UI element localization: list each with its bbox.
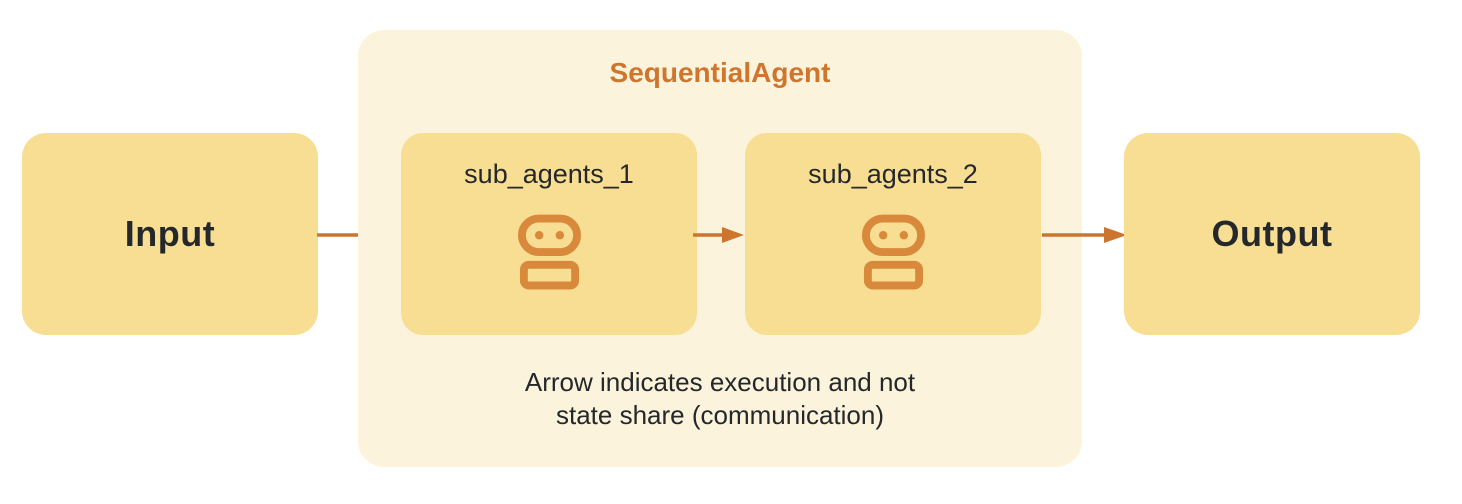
flow-arrow-sub1-to-sub2 <box>693 227 744 243</box>
sequential-agent-group: SequentialAgent sub_agents_1 sub_agents_… <box>358 30 1082 467</box>
input-node-label: Input <box>124 213 216 254</box>
flow-arrow-sub2-to-output <box>1042 227 1127 243</box>
sub-agent-2-node: sub_agents_2 <box>745 133 1041 335</box>
robot-icon <box>517 214 581 290</box>
group-caption-line1: Arrow indicates execution and not <box>524 367 916 397</box>
group-title: SequentialAgent <box>609 57 831 88</box>
group-caption-line2: state share (communication) <box>555 400 885 430</box>
output-node-label: Output <box>1211 213 1333 254</box>
sub-agent-2-label: sub_agents_2 <box>808 159 978 189</box>
output-node: Output <box>1124 133 1420 335</box>
sub-agent-1-label: sub_agents_1 <box>464 159 634 189</box>
robot-icon <box>861 214 925 290</box>
group-caption: Arrow indicates execution and not state … <box>358 366 1082 432</box>
input-node: Input <box>22 133 318 335</box>
sub-agent-1-node: sub_agents_1 <box>401 133 697 335</box>
